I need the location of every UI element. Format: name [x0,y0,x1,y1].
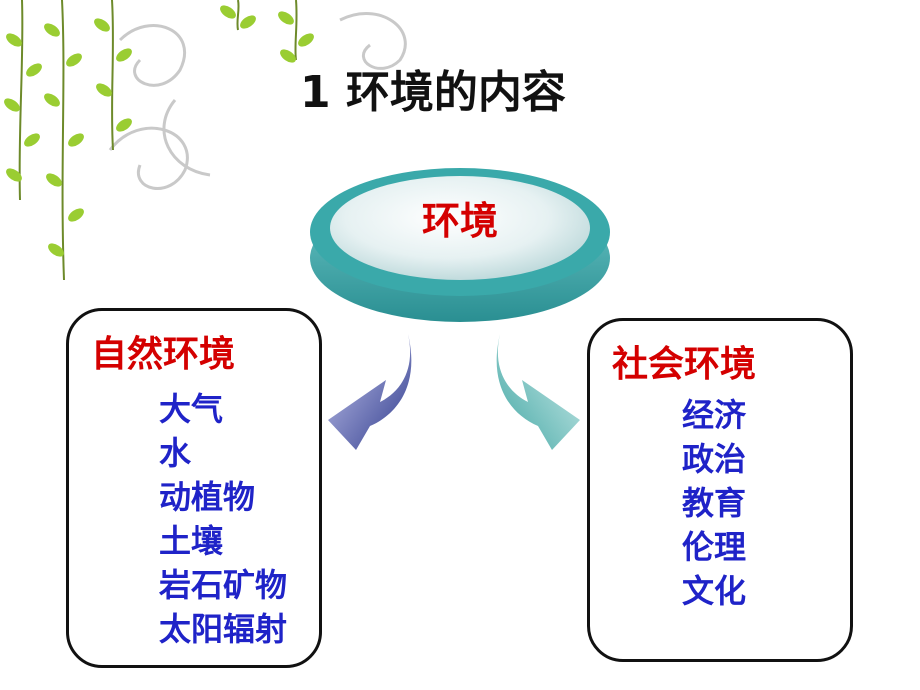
natural-environment-box: 自然环境 大气 水 动植物 土壤 岩石矿物 太阳辐射 [66,308,322,668]
arrow-to-social [496,334,580,450]
environment-disc: 环境 [300,158,620,338]
natural-environment-list: 大气 水 动植物 土壤 岩石矿物 太阳辐射 [159,387,287,651]
list-item: 动植物 [159,478,256,516]
list-item: 文化 [682,572,747,610]
list-item: 经济 [682,396,747,434]
arrow-to-natural [328,334,412,450]
social-environment-title: 社会环境 [612,344,757,385]
disc-shape [310,168,610,322]
social-environment-list: 经济 政治 教育 伦理 文化 [682,393,746,613]
disc-label: 环境 [421,199,498,243]
natural-environment-title: 自然环境 [91,334,236,375]
list-item: 教育 [682,484,747,522]
list-item: 政治 [682,440,747,478]
list-item: 伦理 [682,528,747,566]
list-item: 水 [159,434,192,472]
list-item: 大气 [159,390,224,428]
page-title: 1 环境的内容 [300,67,566,118]
list-item: 土壤 [159,522,224,560]
list-item: 岩石矿物 [159,566,288,604]
list-item: 太阳辐射 [159,610,288,648]
social-environment-box: 社会环境 经济 政治 教育 伦理 文化 [587,318,853,662]
